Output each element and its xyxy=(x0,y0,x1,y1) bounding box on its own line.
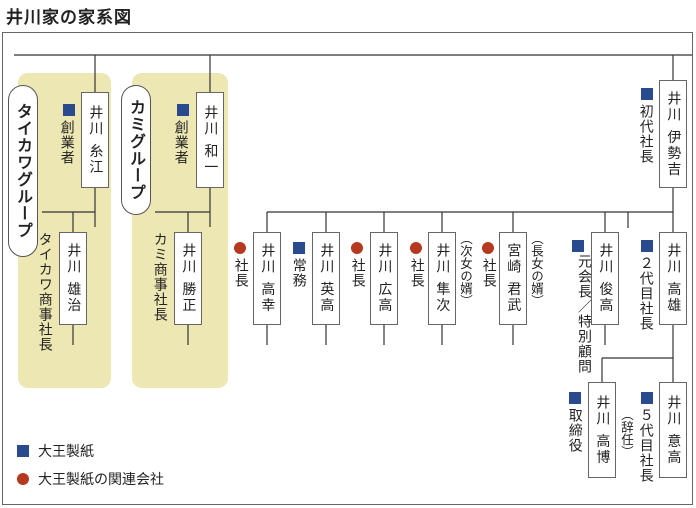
daio-marker xyxy=(177,104,189,116)
takayuki-role: 社長 xyxy=(232,258,249,288)
daio-marker xyxy=(569,392,581,404)
mototaka-role: ５代目社長 xyxy=(637,408,654,483)
diagram-frame xyxy=(2,32,693,505)
taikawa-group-label: タイカワグループ xyxy=(8,85,38,257)
daio-marker xyxy=(293,242,305,254)
kimitake-name-box: 宮崎 君武 xyxy=(499,232,527,325)
takahiro-name-box: 井川 高博 xyxy=(588,382,616,478)
daio-marker xyxy=(63,104,75,116)
yuji-name-box: 井川 雄治 xyxy=(59,232,87,325)
itoe-name-box: 井川 糸江 xyxy=(81,92,109,188)
katsumasa-role: カミ商事社長 xyxy=(151,232,168,322)
kimitake-role: 社長 xyxy=(480,258,497,288)
legend-square-marker xyxy=(17,445,29,457)
yuji-role: タイカワ商事社長 xyxy=(36,232,53,352)
katsumasa-name-box: 井川 勝正 xyxy=(174,232,202,325)
affiliate-marker xyxy=(482,242,494,254)
hirotaka-role: 社長 xyxy=(349,258,366,288)
takahiro-role: 取締役 xyxy=(566,408,583,453)
kimitake-note: （長女の婿） xyxy=(529,232,544,307)
affiliate-marker xyxy=(234,242,246,254)
kami-group-label: カミグループ xyxy=(121,85,151,215)
daio-marker xyxy=(572,240,584,252)
kazuichi-role: 創業者 xyxy=(172,120,189,165)
toshitaka-role: 元会長／特別顧問 xyxy=(576,254,592,374)
daio-marker xyxy=(641,88,653,100)
mototaka-name-box: 井川 意高 xyxy=(659,382,687,478)
page-title: 井川家の家系図 xyxy=(6,8,132,28)
takao-name-box: 井川 高雄 xyxy=(659,232,687,325)
daio-marker xyxy=(641,392,653,404)
hayaji-note: （次女の婿） xyxy=(458,232,473,307)
legend-circle-label: 大王製紙の関連会社 xyxy=(38,472,164,488)
daio-marker xyxy=(641,240,653,252)
hirotaka-name-box: 井川 広高 xyxy=(370,232,398,325)
kazuichi-name-box: 井川 和一 xyxy=(196,92,224,188)
affiliate-marker xyxy=(410,242,422,254)
hidetaka-name-box: 井川 英高 xyxy=(312,232,340,325)
hidetaka-role: 常務 xyxy=(290,258,307,288)
mototaka-note: （辞任） xyxy=(619,408,634,458)
iseyoshi-name-box: 井川 伊勢吉 xyxy=(659,80,687,188)
toshitaka-name-box: 井川 俊高 xyxy=(591,232,619,325)
takao-role: ２代目社長 xyxy=(637,256,654,331)
iseyoshi-role: 初代社長 xyxy=(637,104,654,164)
legend-circle-marker xyxy=(17,473,29,485)
legend-square-label: 大王製紙 xyxy=(38,444,94,460)
hayaji-role: 社長 xyxy=(408,258,425,288)
hayaji-name-box: 井川 隼次 xyxy=(428,232,456,325)
itoe-role: 創業者 xyxy=(58,120,75,165)
affiliate-marker xyxy=(351,242,363,254)
takayuki-name-box: 井川 高幸 xyxy=(253,232,281,325)
